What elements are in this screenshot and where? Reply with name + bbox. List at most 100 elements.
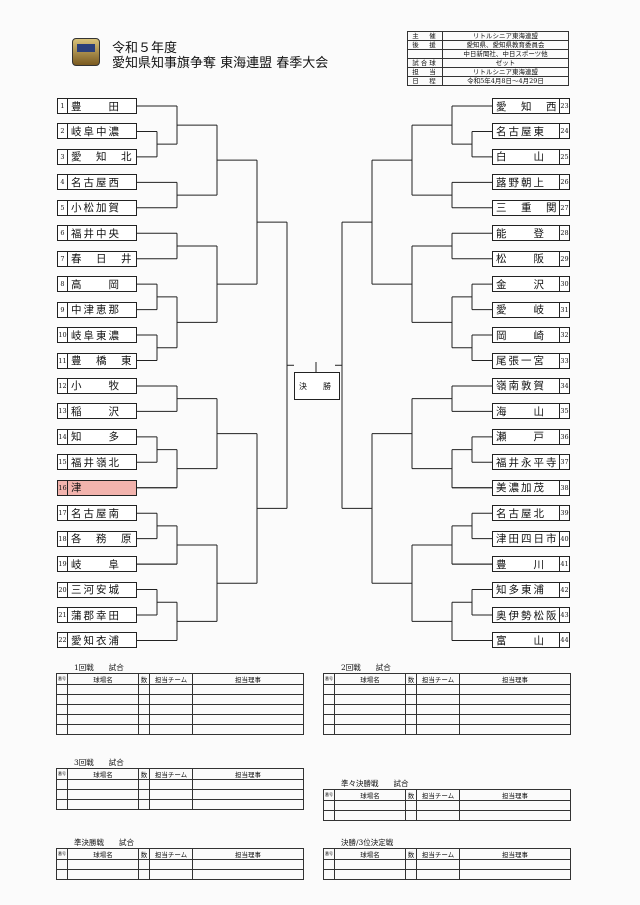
schedule-cell[interactable] bbox=[334, 724, 406, 735]
schedule-cell[interactable] bbox=[323, 724, 335, 735]
schedule-cell[interactable] bbox=[459, 704, 571, 715]
team-number: 13 bbox=[58, 404, 68, 419]
schedule-cell[interactable] bbox=[149, 724, 193, 735]
schedule-cell[interactable] bbox=[67, 869, 139, 880]
schedule-cell[interactable] bbox=[138, 859, 150, 870]
team-number: 20 bbox=[58, 582, 68, 597]
schedule-cell[interactable] bbox=[334, 684, 406, 695]
schedule-cell[interactable] bbox=[323, 810, 335, 821]
schedule-cell[interactable] bbox=[323, 684, 335, 695]
schedule-cell[interactable] bbox=[192, 724, 304, 735]
schedule-cell[interactable] bbox=[192, 799, 304, 810]
schedule-cell[interactable] bbox=[149, 859, 193, 870]
schedule-cell[interactable] bbox=[334, 810, 406, 821]
schedule-cell[interactable] bbox=[334, 694, 406, 705]
schedule-cell[interactable] bbox=[56, 779, 68, 790]
schedule-cell[interactable] bbox=[138, 714, 150, 725]
schedule-cell[interactable] bbox=[323, 800, 335, 811]
schedule-cell[interactable] bbox=[405, 859, 417, 870]
schedule-cell[interactable] bbox=[149, 869, 193, 880]
schedule-cell[interactable] bbox=[323, 694, 335, 705]
schedule-cell[interactable] bbox=[459, 694, 571, 705]
schedule-cell[interactable] bbox=[67, 779, 139, 790]
schedule-cell[interactable] bbox=[56, 869, 68, 880]
schedule-cell[interactable] bbox=[67, 799, 139, 810]
schedule-cell[interactable] bbox=[67, 684, 139, 695]
schedule-cell[interactable] bbox=[192, 704, 304, 715]
schedule-cell[interactable] bbox=[138, 789, 150, 800]
schedule-cell[interactable] bbox=[459, 859, 571, 870]
schedule-cell[interactable] bbox=[56, 724, 68, 735]
schedule-cell[interactable] bbox=[323, 704, 335, 715]
schedule-cell[interactable] bbox=[56, 704, 68, 715]
schedule-cell[interactable] bbox=[138, 684, 150, 695]
schedule-cell[interactable] bbox=[416, 810, 460, 821]
schedule-cell[interactable] bbox=[138, 779, 150, 790]
schedule-cell[interactable] bbox=[405, 714, 417, 725]
schedule-cell[interactable] bbox=[416, 724, 460, 735]
schedule-cell[interactable] bbox=[405, 869, 417, 880]
schedule-cell[interactable] bbox=[416, 694, 460, 705]
schedule-cell[interactable] bbox=[192, 859, 304, 870]
schedule-cell[interactable] bbox=[334, 859, 406, 870]
schedule-cell[interactable] bbox=[416, 704, 460, 715]
schedule-cell[interactable] bbox=[149, 789, 193, 800]
schedule-cell[interactable] bbox=[56, 789, 68, 800]
schedule-cell[interactable] bbox=[56, 694, 68, 705]
schedule-cell[interactable] bbox=[459, 810, 571, 821]
schedule-cell[interactable] bbox=[149, 684, 193, 695]
schedule-cell[interactable] bbox=[459, 800, 571, 811]
schedule-cell[interactable] bbox=[67, 704, 139, 715]
schedule-cell[interactable] bbox=[405, 694, 417, 705]
schedule-cell[interactable] bbox=[56, 714, 68, 725]
schedule-cell[interactable] bbox=[416, 714, 460, 725]
schedule-cell[interactable] bbox=[192, 694, 304, 705]
schedule-cell[interactable] bbox=[67, 714, 139, 725]
schedule-cell[interactable] bbox=[149, 714, 193, 725]
schedule-cell[interactable] bbox=[56, 799, 68, 810]
schedule-cell[interactable] bbox=[416, 859, 460, 870]
schedule-cell[interactable] bbox=[323, 714, 335, 725]
schedule-cell[interactable] bbox=[416, 684, 460, 695]
schedule-cell[interactable] bbox=[405, 704, 417, 715]
schedule-cell[interactable] bbox=[138, 869, 150, 880]
schedule-cell[interactable] bbox=[149, 694, 193, 705]
schedule-cell[interactable] bbox=[323, 859, 335, 870]
schedule-cell[interactable] bbox=[459, 684, 571, 695]
schedule-cell[interactable] bbox=[192, 684, 304, 695]
schedule-cell[interactable] bbox=[459, 869, 571, 880]
schedule-cell[interactable] bbox=[56, 684, 68, 695]
schedule-header-cell: 担当理事 bbox=[192, 673, 304, 685]
schedule-cell[interactable] bbox=[405, 810, 417, 821]
schedule-cell[interactable] bbox=[192, 779, 304, 790]
schedule-cell[interactable] bbox=[334, 714, 406, 725]
schedule-cell[interactable] bbox=[67, 694, 139, 705]
schedule-cell[interactable] bbox=[138, 704, 150, 715]
schedule-cell[interactable] bbox=[192, 869, 304, 880]
schedule-cell[interactable] bbox=[334, 869, 406, 880]
schedule-cell[interactable] bbox=[138, 724, 150, 735]
schedule-cell[interactable] bbox=[67, 724, 139, 735]
schedule-cell[interactable] bbox=[334, 704, 406, 715]
schedule-cell[interactable] bbox=[149, 704, 193, 715]
schedule-cell[interactable] bbox=[416, 800, 460, 811]
schedule-cell[interactable] bbox=[459, 714, 571, 725]
schedule-cell[interactable] bbox=[138, 799, 150, 810]
schedule-cell[interactable] bbox=[459, 724, 571, 735]
team-number: 16 bbox=[58, 480, 68, 495]
schedule-cell[interactable] bbox=[56, 859, 68, 870]
schedule-cell[interactable] bbox=[67, 789, 139, 800]
schedule-cell[interactable] bbox=[192, 714, 304, 725]
schedule-cell[interactable] bbox=[334, 800, 406, 811]
schedule-cell[interactable] bbox=[416, 869, 460, 880]
schedule-cell[interactable] bbox=[323, 869, 335, 880]
schedule-cell[interactable] bbox=[149, 799, 193, 810]
schedule-cell[interactable] bbox=[405, 800, 417, 811]
schedule-cell[interactable] bbox=[149, 779, 193, 790]
schedule-cell[interactable] bbox=[192, 789, 304, 800]
schedule-cell[interactable] bbox=[138, 694, 150, 705]
schedule-cell[interactable] bbox=[405, 724, 417, 735]
schedule-cell[interactable] bbox=[67, 859, 139, 870]
team-name: 高 岡 bbox=[71, 278, 121, 291]
schedule-cell[interactable] bbox=[405, 684, 417, 695]
